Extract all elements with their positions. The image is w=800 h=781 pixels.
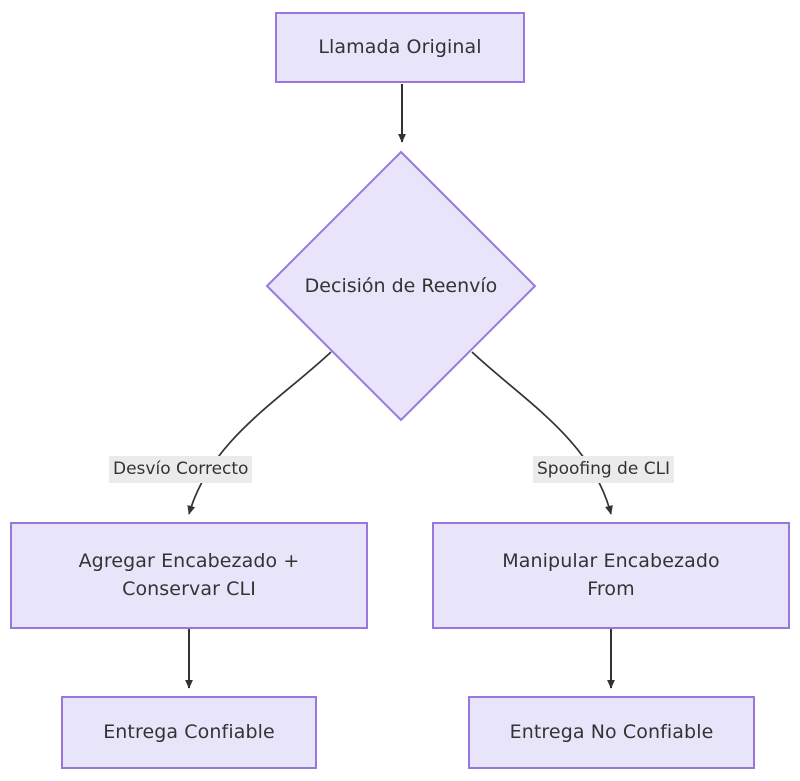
node-entrega-confiable[interactable]: Entrega Confiable	[61, 696, 317, 769]
node-decision-de-reenvio[interactable]: Decisión de Reenvío	[265, 150, 537, 422]
edge-label-desvio-correcto: Desvío Correcto	[109, 456, 253, 484]
edge-label-desvio-correcto-text: Desvío Correcto	[113, 459, 249, 479]
edge-label-spoofing-de-cli-text: Spoofing de CLI	[537, 459, 671, 479]
node-manipular-encabezado[interactable]: Manipular Encabezado From	[432, 522, 790, 629]
node-entrega-no-confiable-label: Entrega No Confiable	[509, 720, 714, 743]
node-llamada-original-label: Llamada Original	[318, 35, 482, 58]
node-agregar-encabezado-label: Agregar Encabezado + Conservar CLI	[78, 549, 300, 600]
node-entrega-no-confiable[interactable]: Entrega No Confiable	[468, 696, 755, 769]
diamond-shape	[265, 150, 537, 422]
node-agregar-encabezado[interactable]: Agregar Encabezado + Conservar CLI	[10, 522, 368, 629]
edge-label-spoofing-de-cli: Spoofing de CLI	[533, 456, 675, 484]
node-manipular-encabezado-label: Manipular Encabezado From	[502, 549, 720, 600]
node-llamada-original[interactable]: Llamada Original	[275, 12, 525, 83]
node-entrega-confiable-label: Entrega Confiable	[103, 720, 275, 743]
node-decision-de-reenvio-label: Decisión de Reenvío	[304, 275, 498, 297]
